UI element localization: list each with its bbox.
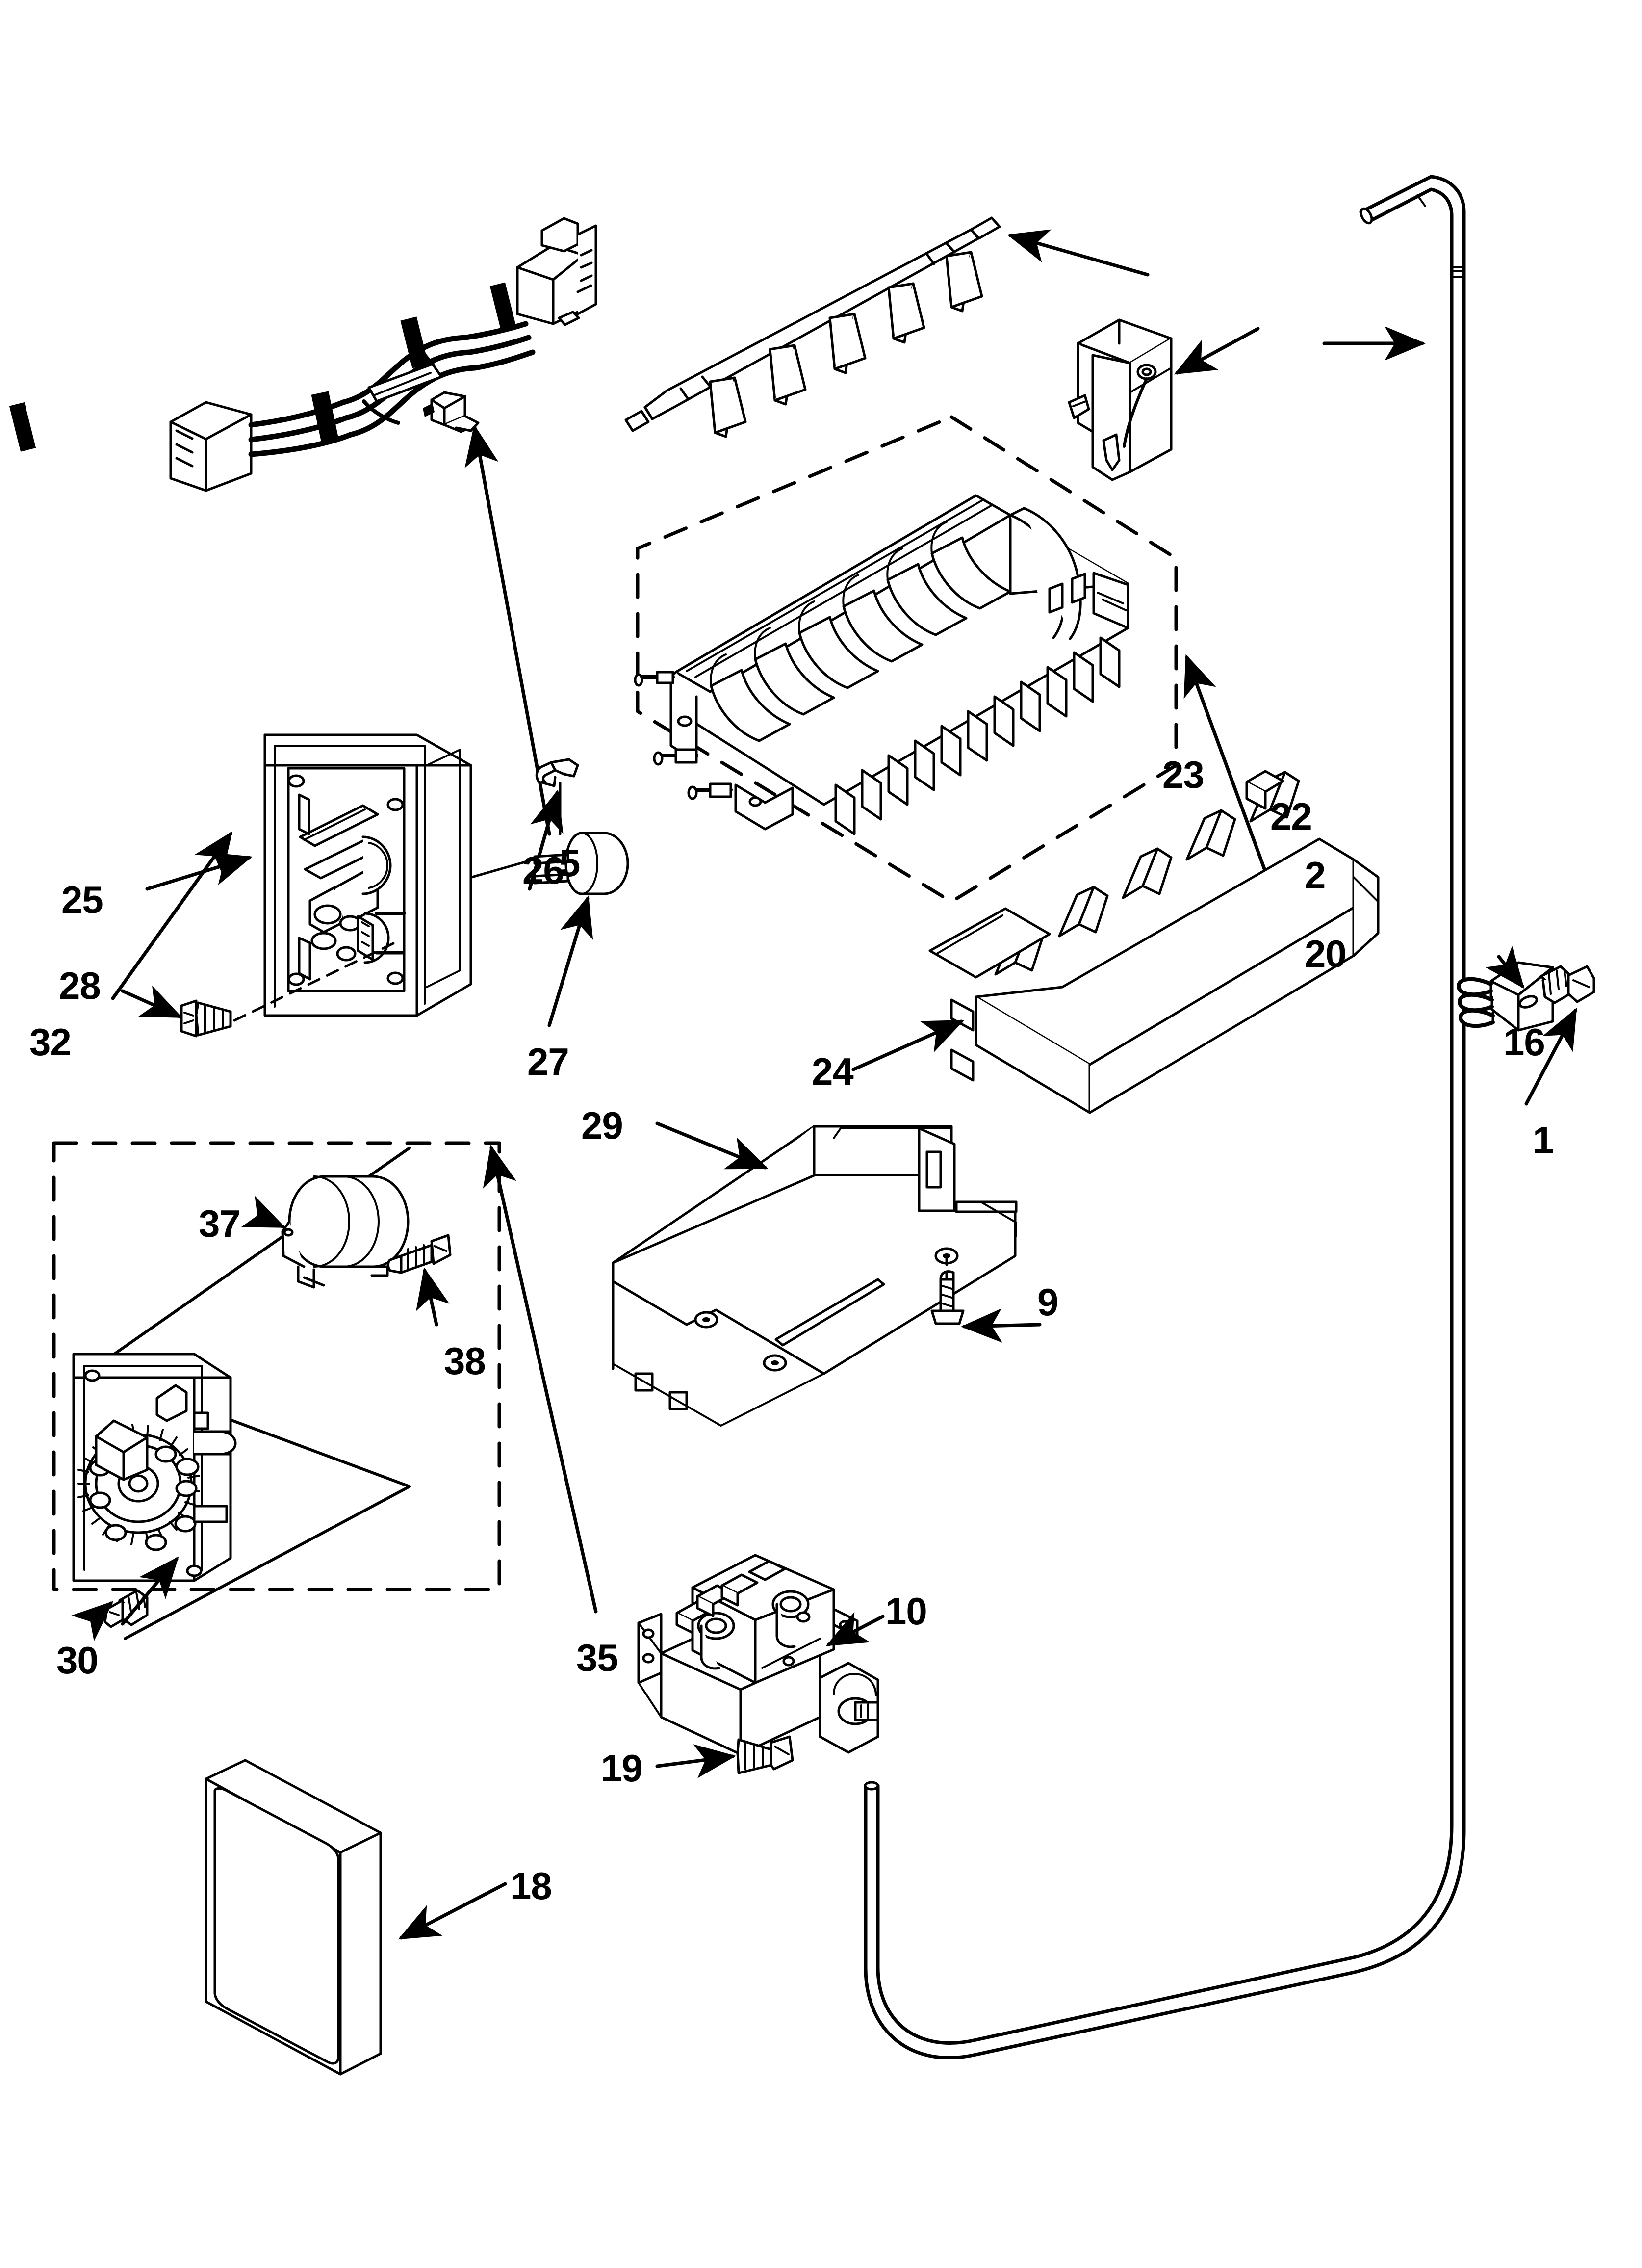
water-inlet-valve-part xyxy=(637,1554,879,1756)
shaft-clip-part xyxy=(535,758,579,787)
callout-label-37: 37 xyxy=(199,1202,241,1245)
leader-25 xyxy=(145,852,253,891)
leader-32 xyxy=(111,831,233,1000)
callout-label-5: 5 xyxy=(559,841,580,885)
ejector-blade-shaft-part xyxy=(624,216,1001,438)
leader-29 xyxy=(655,1121,769,1170)
callout-label-20: 20 xyxy=(1305,932,1347,975)
support-plate-part xyxy=(612,1125,1018,1427)
water-fill-tube-part xyxy=(864,175,1466,2059)
callout-label-24: 24 xyxy=(812,1050,854,1093)
module-screw-part xyxy=(180,999,232,1038)
valve-screw-part xyxy=(736,1735,794,1774)
leader-35 xyxy=(483,1145,598,1614)
callout-label-9: 9 xyxy=(1037,1280,1058,1324)
leader-10 xyxy=(825,1612,885,1646)
ice-bin-cover-part xyxy=(205,1759,382,2076)
support-screw-part xyxy=(930,1270,965,1325)
callout-label-27: 27 xyxy=(527,1040,569,1083)
ice-stripper-part xyxy=(928,770,1380,1114)
callout-label-25: 25 xyxy=(61,878,103,921)
leader-30 xyxy=(71,1601,114,1642)
leader-23 xyxy=(1007,229,1150,277)
leader-26 xyxy=(528,789,564,891)
bracket-screw-part xyxy=(1539,965,1595,1004)
leader-19 xyxy=(655,1744,736,1778)
leader-1 xyxy=(1524,1007,1577,1106)
module-motor-part xyxy=(533,782,629,895)
water-fill-cup-part xyxy=(1068,318,1173,481)
callout-label-18: 18 xyxy=(510,1864,552,1907)
leader-5 xyxy=(464,424,551,836)
wire-harness-part xyxy=(9,217,597,492)
leader-22 xyxy=(1174,327,1260,375)
callout-label-19: 19 xyxy=(601,1747,643,1790)
leader-24 xyxy=(851,1019,965,1071)
callout-label-35: 35 xyxy=(576,1636,618,1679)
ice-mold-group-box xyxy=(636,415,1178,904)
callout-label-38: 38 xyxy=(444,1339,486,1382)
callout-label-16: 16 xyxy=(1503,1020,1545,1064)
callout-label-10: 10 xyxy=(885,1590,927,1633)
leader-9 xyxy=(961,1308,1042,1343)
leader-30-align xyxy=(121,1556,179,1626)
callout-label-22: 22 xyxy=(1270,795,1312,838)
callout-label-2: 2 xyxy=(1305,854,1326,897)
callout-label-1: 1 xyxy=(1533,1119,1554,1162)
motor-assembly-part xyxy=(72,1353,237,1582)
callout-label-26: 26 xyxy=(522,849,564,892)
callout-label-23: 23 xyxy=(1162,753,1205,796)
leader-27 xyxy=(547,895,593,1027)
callout-label-32: 32 xyxy=(29,1020,72,1064)
leader-38 xyxy=(416,1267,450,1327)
icemaker-module-housing-part xyxy=(263,733,472,1017)
callout-label-28: 28 xyxy=(59,964,101,1007)
leader-28 xyxy=(121,985,183,1018)
callout-label-29: 29 xyxy=(581,1104,623,1147)
leader-16 xyxy=(1485,946,1525,989)
ice-mold-body-part xyxy=(634,494,1129,835)
drive-motor-part xyxy=(281,1175,410,1289)
motor-screw-part xyxy=(387,1234,452,1274)
leader-37 xyxy=(241,1196,286,1228)
leader-18 xyxy=(398,1882,507,1940)
motor-assembly-box xyxy=(52,1141,501,1591)
callout-label-30: 30 xyxy=(56,1639,99,1682)
wire-clip-part xyxy=(423,391,480,433)
